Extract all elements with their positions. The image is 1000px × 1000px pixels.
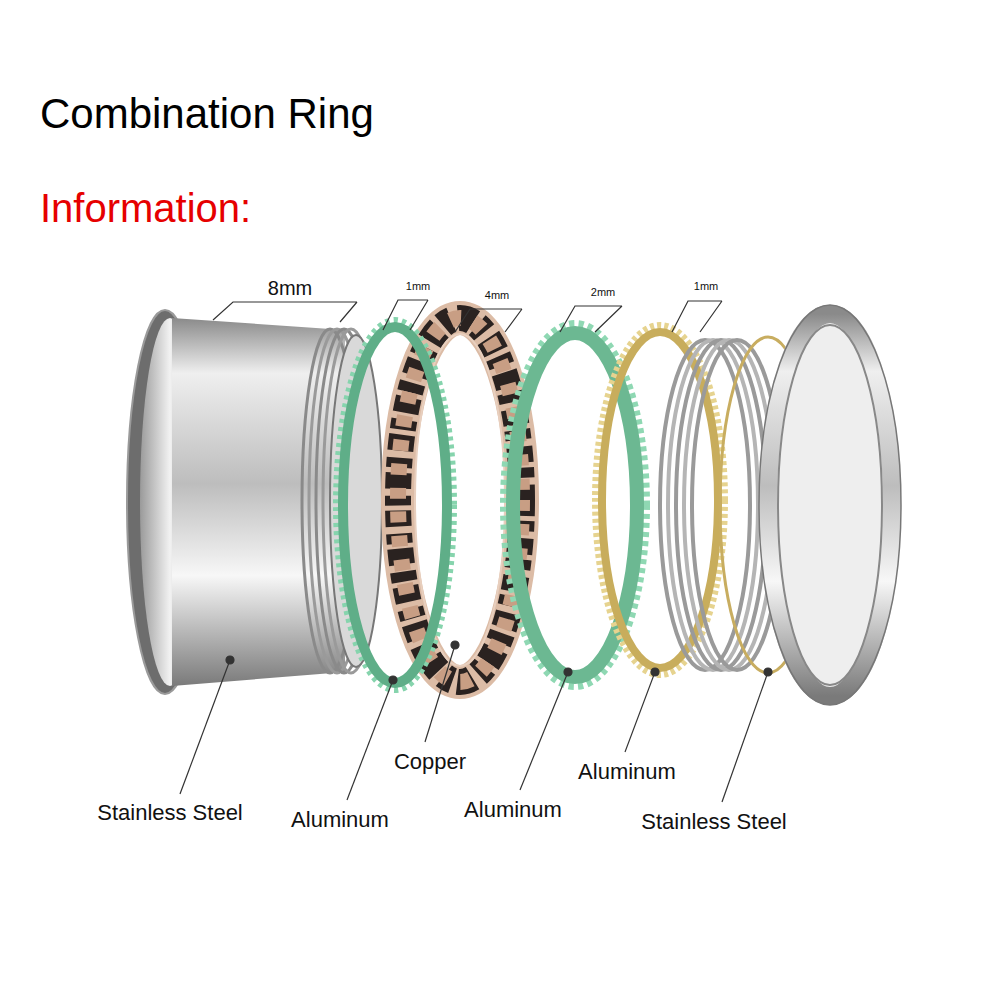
part-name: Stainless Steel: [641, 809, 787, 834]
steel-ring: [660, 305, 901, 705]
dimension: 8mm: [268, 277, 312, 300]
dimension: 2mm: [591, 286, 615, 299]
aluminum-ring: [337, 321, 453, 689]
part-name: Aluminum: [464, 797, 562, 822]
part-name: Stainless Steel: [97, 800, 243, 825]
title: Combination Ring: [40, 90, 374, 138]
dimension-bracket: [213, 300, 722, 332]
section-heading: Information:: [40, 185, 251, 231]
dimension: 1mm: [406, 280, 430, 293]
part-name: Copper: [394, 749, 466, 774]
dimension: 4mm: [485, 289, 509, 302]
leader-line: [180, 641, 772, 802]
dimension: 1mm: [694, 280, 718, 293]
part-name: Aluminum: [291, 807, 389, 832]
part-name: Aluminum: [578, 759, 676, 784]
